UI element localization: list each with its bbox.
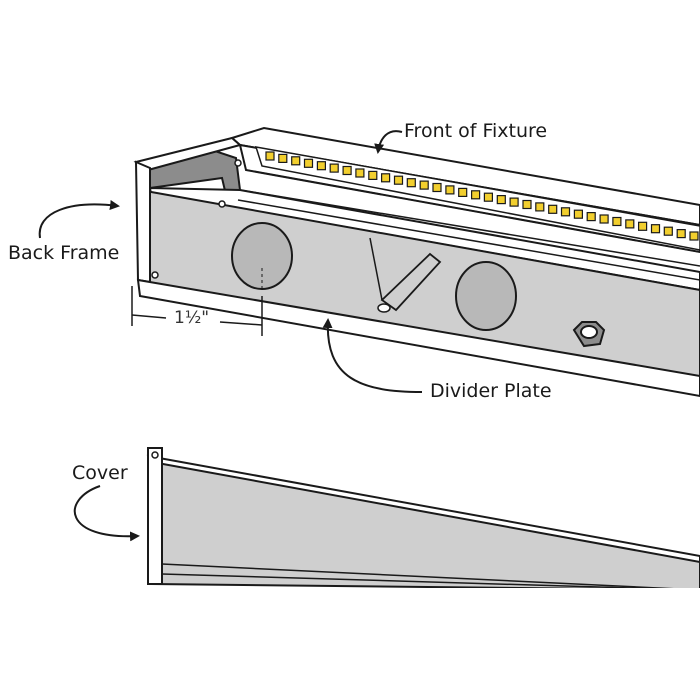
cover [0,447,700,700]
dimension-label: 1½" [174,308,210,328]
front-of-fixture-arrow [374,130,403,154]
back-frame-arrow [38,200,120,239]
dimension-marker [131,286,263,336]
back-frame [133,126,700,398]
divider-plate-arrow [322,318,423,393]
knockout-hole-left [231,222,293,290]
front-of-fixture-label: Front of Fixture [404,120,548,142]
hex-nut [572,321,606,348]
cover-label: Cover [72,462,128,484]
back-frame-label: Back Frame [8,242,120,264]
divider-plate [369,237,442,313]
cover-arrow [73,485,140,542]
knockout-hole-right [455,261,517,331]
divider-plate-label: Divider Plate [430,380,552,402]
